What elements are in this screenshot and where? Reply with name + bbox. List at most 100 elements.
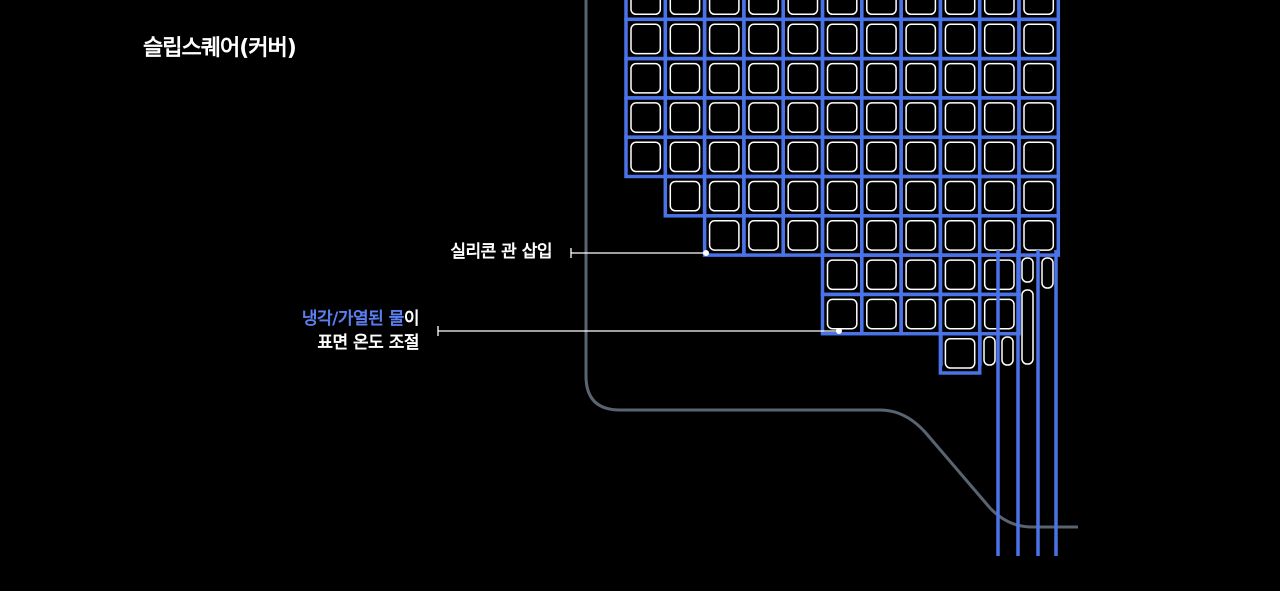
channel-frame <box>820 135 864 179</box>
grid-cell <box>708 220 740 251</box>
slot-cell <box>1001 336 1014 366</box>
channel-frame <box>742 174 785 218</box>
grid-cell <box>905 141 937 173</box>
grid-cell <box>1023 0 1055 16</box>
cell-grid <box>630 0 1055 369</box>
grid-cell <box>708 62 740 94</box>
grid-cell <box>944 259 976 291</box>
grid-cell <box>983 0 1015 16</box>
grid-cell <box>866 298 897 330</box>
channel-frame <box>702 56 746 100</box>
channel-frame <box>977 174 1021 218</box>
channel-frame <box>938 331 982 375</box>
channel-frame <box>938 17 982 61</box>
water-label-accent: 냉각/가열된 물 <box>301 309 404 329</box>
channel-frame <box>860 135 903 179</box>
channel-frame <box>820 292 864 336</box>
channel-frame <box>1017 96 1061 139</box>
silicone-tube-label: 실리콘 관 삽입 <box>450 242 552 262</box>
grid-cell <box>826 62 858 94</box>
grid-cell <box>905 102 937 133</box>
channel-frame <box>624 0 668 22</box>
channel-frame <box>820 96 864 139</box>
grid-cell <box>748 0 779 16</box>
channel-frame <box>702 135 746 179</box>
channel-frame <box>899 96 943 139</box>
channel-frame <box>899 174 943 218</box>
grid-cell <box>944 102 976 133</box>
channel-frame <box>977 96 1021 139</box>
grid-cell <box>866 141 897 173</box>
channel-frame <box>702 0 746 22</box>
grid-cell <box>630 0 662 16</box>
channel-frame <box>1017 0 1061 22</box>
grid-cell <box>905 0 937 16</box>
grid-cell <box>826 0 858 16</box>
channel-frame <box>977 0 1021 22</box>
water-label-suffix: 이 <box>403 309 420 329</box>
grid-cell <box>787 23 819 55</box>
channel-frame <box>742 96 785 139</box>
channel-frame <box>860 0 903 22</box>
channel-frame <box>624 56 668 100</box>
channel-frame <box>781 17 825 61</box>
grid-cell <box>748 23 779 55</box>
grid-cell <box>866 23 897 55</box>
grid-cell <box>748 220 779 251</box>
grid-cell <box>866 102 897 133</box>
grid-cell <box>983 180 1015 212</box>
channel-frame <box>1017 135 1061 179</box>
channel-frame <box>977 135 1021 179</box>
channel-frame <box>938 174 982 218</box>
grid-cell <box>787 62 819 94</box>
channel-frame <box>820 174 864 218</box>
water-temperature-label: 냉각/가열된 물이 표면 온도 조절 <box>301 307 420 355</box>
channel-frame <box>938 292 982 336</box>
channel-frame <box>820 253 864 297</box>
channel-frame <box>702 17 746 61</box>
grid-cell <box>787 141 819 173</box>
grid-cell <box>866 220 897 251</box>
channel-frame <box>663 17 707 61</box>
grid-cell <box>826 141 858 173</box>
channel-frame <box>938 0 982 22</box>
channel-frame <box>702 96 746 139</box>
channel-frame <box>938 253 982 297</box>
grid-cell <box>905 23 937 55</box>
channel-frame <box>1017 174 1061 218</box>
grid-cell <box>630 62 662 94</box>
channel-frame <box>860 214 903 257</box>
diagram-title: 슬립스퀘어(커버) <box>143 36 297 61</box>
channel-frame <box>663 174 707 218</box>
channel-frame <box>899 292 943 336</box>
channel-frame <box>899 253 943 297</box>
grid-cell <box>1023 62 1055 94</box>
grid-cell <box>669 141 701 173</box>
grid-cell <box>905 180 937 212</box>
channel-frame <box>938 135 982 179</box>
grid-cell <box>826 298 858 330</box>
grid-cell <box>866 259 897 291</box>
channel-frame <box>742 17 785 61</box>
channel-frame <box>860 174 903 218</box>
grid-cell <box>866 180 897 212</box>
grid-cell <box>944 298 976 330</box>
channel-frame <box>977 17 1021 61</box>
channel-frame <box>742 0 785 22</box>
grid-cell <box>983 102 1015 133</box>
channel-frame <box>663 0 707 22</box>
grid-cell <box>905 220 937 251</box>
channel-frame <box>1017 214 1061 257</box>
channel-frame <box>781 135 825 179</box>
grid-cell <box>1023 102 1055 133</box>
grid-cell <box>983 220 1015 251</box>
grid-cell <box>787 102 819 133</box>
grid-cell <box>630 141 662 173</box>
grid-cell <box>826 23 858 55</box>
grid-cell <box>944 62 976 94</box>
grid-cell <box>669 180 701 212</box>
cover-outline <box>584 0 1078 529</box>
silicone-leader-dot <box>703 250 709 256</box>
channel-frame <box>781 214 825 257</box>
